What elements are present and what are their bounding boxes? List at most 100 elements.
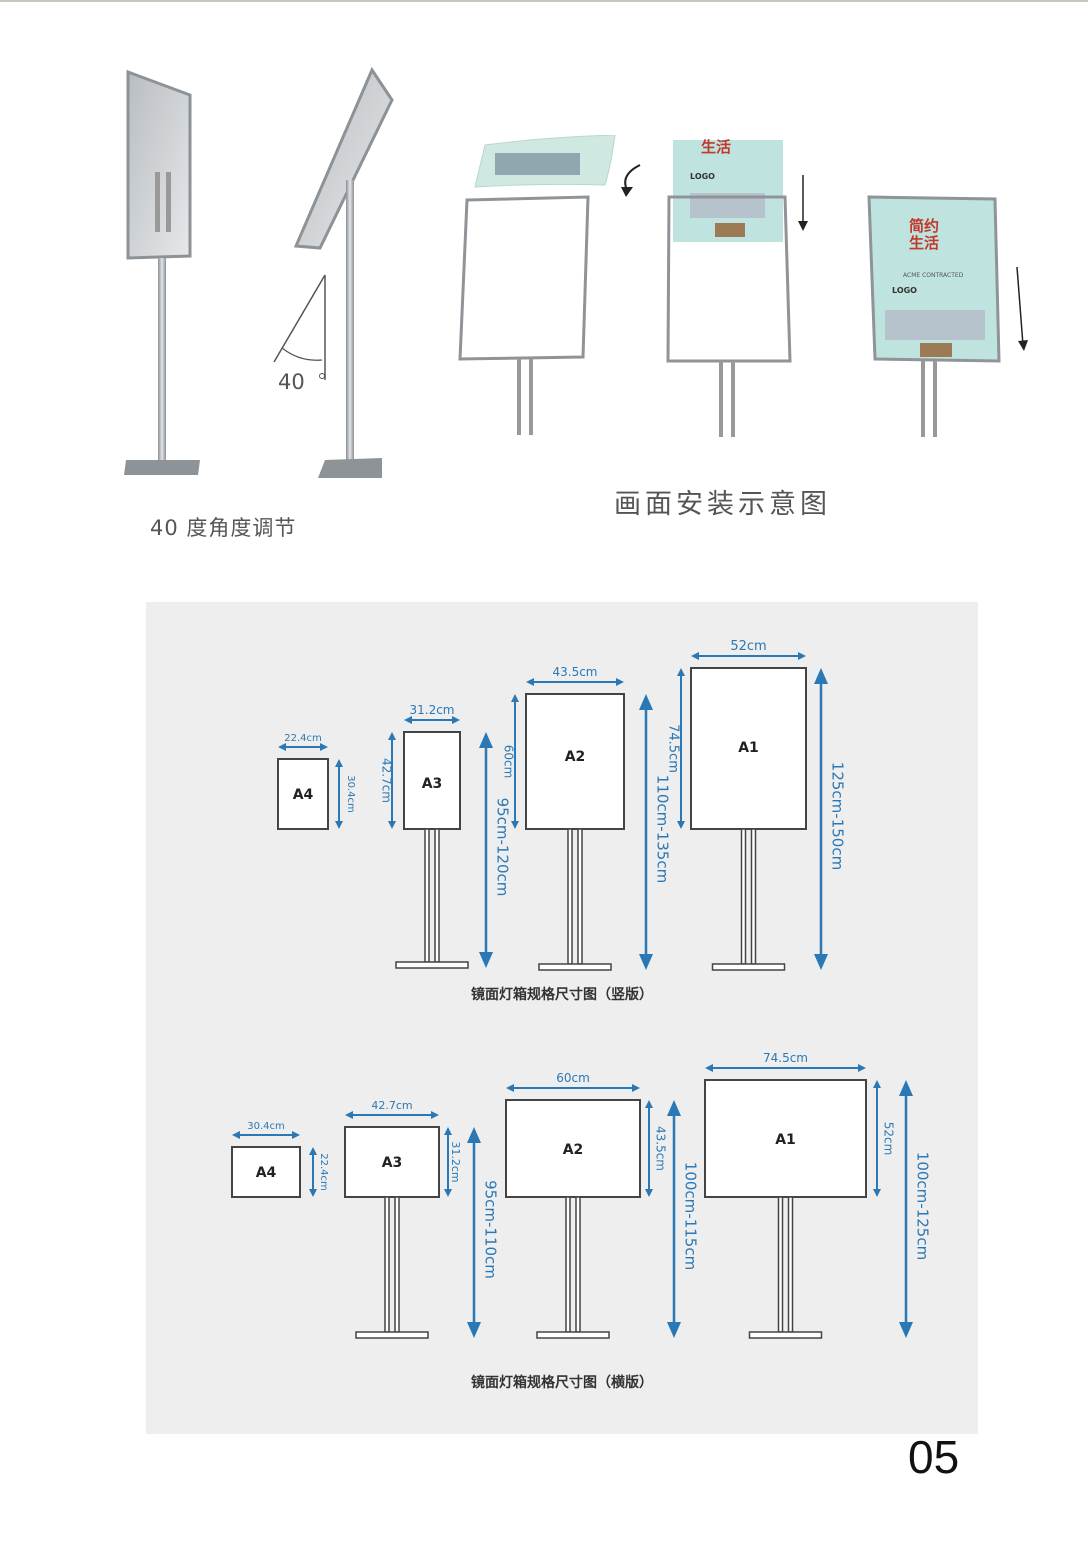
height-label: 43.5cm <box>654 1126 668 1171</box>
width-label: 60cm <box>556 1071 590 1085</box>
width-dimension-head-left <box>404 716 412 724</box>
height-dimension-head-bottom <box>309 1189 317 1197</box>
height-dimension-head-top <box>677 668 685 676</box>
board-a3 <box>344 1126 440 1198</box>
install-steps-illustration <box>458 135 1028 437</box>
stand-height-label: 125cm-150cm <box>829 762 847 870</box>
stand-pole-right <box>434 828 440 963</box>
width-label: 31.2cm <box>409 703 454 717</box>
height-label: 31.2cm <box>449 1141 462 1182</box>
board-label: A3 <box>422 776 443 792</box>
stand-height-dimension-head-top <box>639 694 653 710</box>
spec-a2: A2 43.5cm 60cm 110cm-135cm <box>502 665 672 971</box>
stand-pole-left <box>424 828 430 963</box>
height-dimension-head-bottom <box>511 821 519 829</box>
height-label: 60cm <box>502 745 516 779</box>
board-a4 <box>277 758 329 830</box>
width-label: 30.4cm <box>247 1121 285 1132</box>
poster-headline-partial: 生活 <box>701 138 732 156</box>
stand-height-dimension-head-bottom <box>639 954 653 970</box>
board-a2 <box>505 1099 641 1198</box>
stand-height-dimension-head-bottom <box>667 1322 681 1338</box>
install-step-1 <box>458 135 641 435</box>
height-label: 52cm <box>882 1122 896 1156</box>
height-dimension-head-top <box>388 732 396 740</box>
stand-base <box>538 963 612 971</box>
angle-indicator <box>273 274 326 380</box>
stand-pole-right <box>394 1196 400 1333</box>
stand-height-dimension-head-bottom <box>467 1322 481 1338</box>
width-dimension-head-left <box>232 1131 240 1139</box>
board-a3 <box>403 731 461 830</box>
board-label: A2 <box>565 749 586 765</box>
height-dimension-head-top <box>511 694 519 702</box>
landscape-caption: 镜面灯箱规格尺寸图（横版） <box>471 1375 653 1391</box>
board-a4 <box>231 1146 301 1198</box>
poster-logo-partial: LOGO <box>690 172 715 181</box>
install-caption: 画面安装示意图 <box>614 489 831 520</box>
angle-label: 40 <box>278 370 305 394</box>
width-dimension-head-right <box>431 1111 439 1119</box>
stand-height-label: 95cm-120cm <box>494 798 512 897</box>
width-dimension-head-right <box>858 1064 866 1072</box>
board-a2 <box>525 693 625 830</box>
stand-height-label: 100cm-125cm <box>914 1152 932 1260</box>
width-dimension-head-left <box>506 1084 514 1092</box>
poster-subtitle: ACME CONTRACTED <box>903 272 964 279</box>
stand-height-dimension-head-top <box>479 732 493 748</box>
width-dimension-head-left <box>526 678 534 686</box>
stand-base <box>748 1331 823 1339</box>
stand-height-dimension-head-bottom <box>814 954 828 970</box>
board-label: A3 <box>382 1155 403 1171</box>
width-label: 74.5cm <box>763 1051 808 1065</box>
board-label: A1 <box>738 740 759 756</box>
stand-pole-left <box>740 828 747 965</box>
poster-headline: 简约生活 <box>909 217 940 252</box>
height-dimension-head-top <box>444 1127 452 1135</box>
height-dimension-head-top <box>873 1080 881 1088</box>
stand-height-dimension-head-top <box>814 668 828 684</box>
top-rule <box>0 0 1088 2</box>
height-label: 22.4cm <box>318 1153 329 1191</box>
stand-pole-left <box>567 828 573 965</box>
portrait-caption: 镜面灯箱规格尺寸图（竖版） <box>471 987 653 1003</box>
stand-height-label: 110cm-135cm <box>654 775 672 883</box>
height-label: 74.5cm <box>666 724 681 773</box>
width-dimension-head-right <box>798 652 806 660</box>
height-dimension-head-bottom <box>335 821 343 829</box>
board-label: A2 <box>563 1142 584 1158</box>
height-label: 42.7cm <box>380 758 394 803</box>
stand-base <box>395 961 469 969</box>
width-label: 42.7cm <box>371 1099 412 1112</box>
angle-stands-illustration <box>124 66 394 478</box>
page-number: 05 <box>908 1431 960 1483</box>
stand-pole-left <box>384 1196 390 1333</box>
stand-height-dimension-head-top <box>467 1127 481 1143</box>
height-dimension-head-bottom <box>645 1189 653 1197</box>
spec-a1: A1 52cm 74.5cm 125cm-150cm <box>666 639 847 971</box>
board-a1 <box>704 1079 867 1198</box>
width-label: 52cm <box>730 639 766 654</box>
height-dimension-head-top <box>309 1147 317 1155</box>
stand-height-dimension-head-top <box>667 1100 681 1116</box>
width-dimension-head-left <box>691 652 699 660</box>
stand-pole-right <box>575 1196 581 1333</box>
height-dimension-head-top <box>335 759 343 767</box>
height-dimension-head-bottom <box>873 1189 881 1197</box>
height-label: 30.4cm <box>345 775 356 813</box>
install-step-3 <box>867 195 1028 437</box>
width-label: 43.5cm <box>552 665 597 679</box>
poster-logo: LOGO <box>892 286 917 295</box>
stand-base <box>711 963 786 971</box>
stand-pole-left <box>777 1196 784 1333</box>
width-dimension-head-left <box>705 1064 713 1072</box>
stand-base <box>536 1331 610 1339</box>
stand-height-label: 95cm-110cm <box>482 1180 500 1279</box>
width-dimension-head-right <box>632 1084 640 1092</box>
